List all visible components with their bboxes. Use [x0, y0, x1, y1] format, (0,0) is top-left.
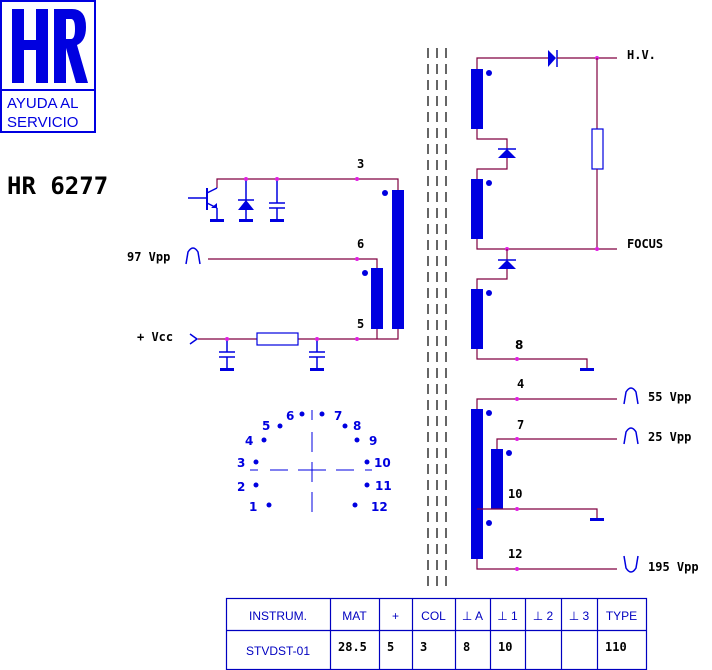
table-cell: 28.5 [338, 640, 367, 654]
drive-winding [371, 268, 383, 329]
pin-number: 9 [369, 434, 377, 448]
pin-number: 4 [245, 434, 253, 448]
spec-table: INSTRUM. STVDST-01 MAT 28.5 +5 COL 3 ⊥ A 8 ⊥ 1 10 ⊥… [225, 597, 648, 670]
table-header: INSTRUM. [249, 609, 307, 623]
capacitor-icon [269, 179, 285, 222]
primary-winding [392, 190, 404, 329]
pin-number: 12 [371, 500, 388, 514]
pin-label-3: 3 [357, 157, 364, 171]
ground-icon [590, 518, 604, 521]
pulse-icon [623, 387, 639, 405]
pin-label-10: 10 [508, 487, 522, 501]
diode-icon [238, 179, 254, 222]
table-header: ⊥ 2 [533, 609, 554, 623]
transformer-core [427, 48, 447, 590]
diode-icon [498, 149, 516, 158]
output-label-12: 195 Vpp [648, 560, 699, 574]
logo-mark [12, 9, 88, 83]
logo-line1: AYUDA AL [7, 95, 78, 112]
pin-number: 2 [237, 480, 245, 494]
pin-number: 3 [237, 456, 245, 470]
pinout-diagram: 1 2 3 4 5 6 7 8 9 10 11 12 [237, 409, 392, 514]
logo: AYUDA AL SERVICIO [0, 0, 96, 133]
pin-number: 1 [249, 500, 257, 514]
table-cell: STVDST-01 [246, 644, 310, 658]
table-cell: 5 [387, 640, 394, 654]
table-header: TYPE [606, 609, 637, 623]
focus-resistor-icon [591, 128, 604, 170]
output-label-7: 25 Vpp [648, 430, 691, 444]
hv-diode-icon [548, 50, 556, 67]
table-cell: 10 [498, 640, 512, 654]
capacitor-icon [219, 339, 235, 371]
capacitor-icon [309, 339, 325, 371]
polarity-dot [382, 190, 388, 196]
supply-label: + Vcc [137, 330, 173, 344]
pulse-icon [185, 247, 201, 265]
table-cell: 110 [605, 640, 627, 654]
primary-circuit: 3 97 Vpp 6 + Vcc 5 [127, 157, 404, 371]
table-header: ⊥ 1 [497, 609, 518, 623]
pulse-icon [623, 555, 639, 573]
hv-label: H.V. [627, 48, 656, 62]
table-cell: 8 [463, 640, 470, 654]
aux-windings: 4 55 Vpp 7 25 Vpp 10 12 195 Vpp [471, 377, 699, 574]
model-title: HR 6277 [7, 172, 108, 200]
diode-icon [498, 260, 516, 269]
pin-label-12: 12 [508, 547, 522, 561]
table-header: COL [421, 609, 446, 623]
pin-number: 8 [353, 419, 361, 433]
table-header: MAT [342, 609, 367, 623]
pin-number: 6 [286, 409, 294, 423]
table-header: ⊥ A [462, 609, 483, 623]
pulse-icon [623, 427, 639, 445]
pin-number: 5 [262, 419, 270, 433]
pin-label-8: 8 [515, 338, 523, 352]
pin-label-4: 4 [517, 377, 524, 391]
pin-label-7: 7 [517, 418, 524, 432]
pin-label-6: 6 [357, 237, 364, 251]
ground-icon [580, 368, 594, 371]
output-label-4: 55 Vpp [648, 390, 691, 404]
transistor-icon [188, 187, 224, 222]
input-arrow-icon [189, 333, 199, 345]
pin-number: 11 [375, 479, 392, 493]
focus-label: FOCUS [627, 237, 663, 251]
table-header: + [392, 609, 399, 623]
table-cell: 3 [420, 640, 427, 654]
hv-secondary: H.V. FOCUS 8 [471, 48, 663, 371]
logo-line2: SERVICIO [7, 114, 78, 131]
input-pulse-label: 97 Vpp [127, 250, 170, 264]
pin-number: 10 [374, 456, 391, 470]
pin-label-5: 5 [357, 317, 364, 331]
resistor-icon [256, 332, 299, 346]
table-header: ⊥ 3 [569, 609, 590, 623]
pin-number: 7 [334, 409, 342, 423]
